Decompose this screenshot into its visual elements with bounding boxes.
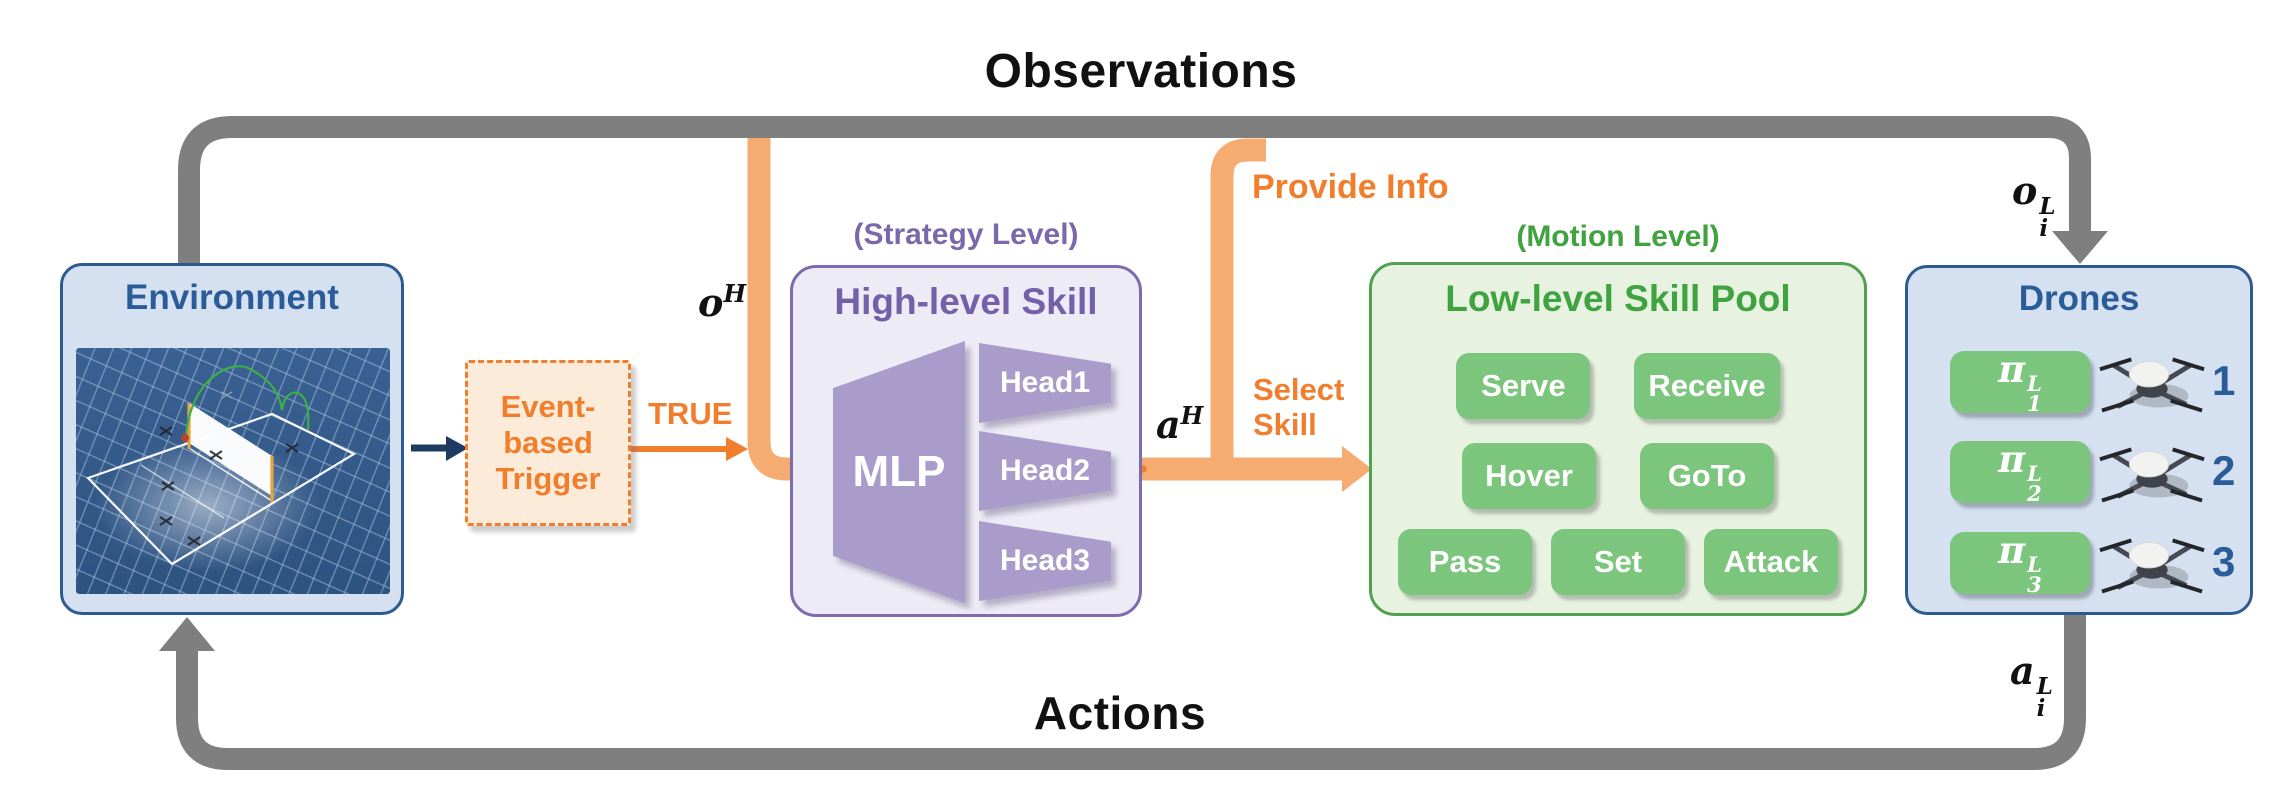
drone-icon — [2098, 530, 2206, 601]
true-arrowhead-icon — [726, 437, 748, 461]
skill-pool-title: Low-level Skill Pool — [1445, 278, 1791, 319]
drones-title: Drones — [2018, 279, 2140, 318]
actions-pipe — [176, 615, 2086, 770]
strategy-level-tag: (Strategy Level) — [853, 218, 1079, 251]
aH-label: aH — [1156, 401, 1204, 447]
skill-set: Set — [1551, 529, 1685, 595]
trigger-line2: based — [503, 425, 593, 461]
observations-pipe — [178, 116, 2091, 263]
provide-info-pipe — [1210, 138, 1266, 480]
head3-shape: Head3 — [979, 521, 1111, 601]
drone-number: 2 — [2212, 447, 2236, 494]
environment-title: Environment — [125, 278, 339, 317]
skill-pool-panel: Low-level Skill Pool Serve Receive Hover… — [1369, 262, 1867, 616]
head1-shape: Head1 — [979, 343, 1111, 423]
environment-panel: Environment — [60, 263, 404, 615]
skill-pass: Pass — [1398, 529, 1532, 595]
drone-icon — [2098, 349, 2206, 420]
volleyball-court-render — [86, 365, 357, 566]
trigger-line3: Trigger — [495, 460, 601, 496]
drone-icon — [2098, 439, 2206, 510]
actions-arrowhead-icon — [159, 617, 215, 651]
select-skill-label: Select Skill — [1253, 372, 1345, 443]
head2-shape: Head2 — [979, 431, 1111, 511]
true-label: TRUE — [648, 396, 733, 431]
motion-level-tag: (Motion Level) — [1516, 220, 1720, 253]
skill-hover: Hover — [1462, 443, 1596, 509]
env-to-trigger-arrowhead-icon — [446, 436, 468, 461]
mlp-trapezoid: MLP — [833, 341, 965, 603]
high-level-skill-panel: High-level Skill MLP Head1 Head2 Head3 — [790, 265, 1142, 617]
oH-label: oH — [698, 279, 747, 325]
actions-label: Actions — [1033, 687, 1207, 739]
provide-info-label: Provide Info — [1252, 168, 1449, 206]
skill-receive: Receive — [1634, 353, 1780, 419]
skill-goto: GoTo — [1640, 443, 1774, 509]
event-trigger-box: Event- based Trigger — [465, 360, 631, 526]
high-level-skill-title: High-level Skill — [834, 281, 1098, 322]
drone-number: 1 — [2212, 357, 2236, 404]
skill-attack: Attack — [1704, 529, 1838, 595]
trigger-line1: Event- — [500, 389, 596, 425]
environment-scene-image — [76, 348, 390, 594]
drone-number: 3 — [2212, 538, 2236, 585]
observations-arrowhead-icon — [2052, 231, 2108, 264]
select-skill-arrowhead-icon — [1342, 446, 1372, 492]
observations-label: Observations — [984, 45, 1298, 98]
oH-pipe — [747, 138, 794, 481]
skill-serve: Serve — [1456, 353, 1591, 419]
